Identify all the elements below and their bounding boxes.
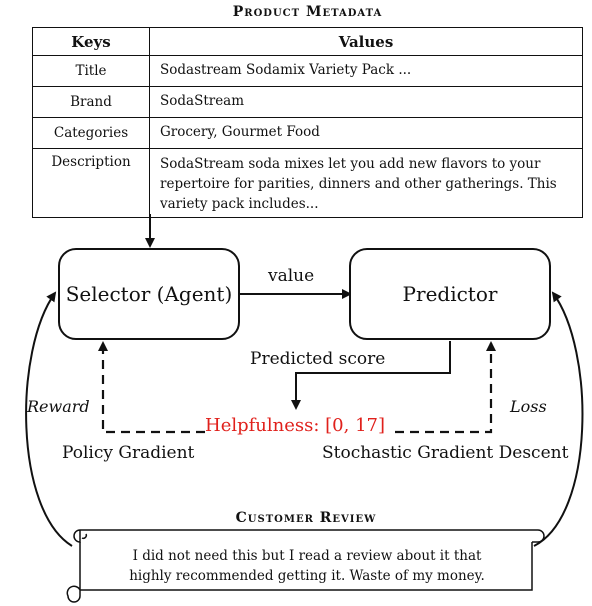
review-heading: Customer Review [235,510,377,526]
review-line-1: I did not need this but I read a review … [132,548,482,564]
values-header: Values [149,27,583,56]
helpfulness-label: Helpfulness: [0, 17] [205,415,385,436]
table-row: Title Sodastream Sodamix Variety Pack ..… [32,55,583,87]
table-header-row: Keys Values [32,27,583,56]
policy-gradient-label: Policy Gradient [62,443,195,463]
metadata-heading: Product Metadata [232,4,383,20]
review-line-2: highly recommended getting it. Waste of … [129,568,485,584]
table-row: Categories Grocery, Gourmet Food [32,117,583,149]
reward-label: Reward [27,397,90,416]
selector-agent-box: Selector (Agent) [58,248,240,340]
loss-dashed-path [395,341,496,434]
key-cell: Description [32,148,150,218]
right-feedback-arrow [533,291,584,547]
value-cell: Grocery, Gourmet Food [149,117,583,149]
selector-label: Selector (Agent) [65,282,233,306]
key-cell: Title [32,55,150,87]
key-cell: Categories [32,117,150,149]
value-cell: SodaStream soda mixes let you add new fl… [149,148,583,218]
review-text: I did not need this but I read a review … [84,546,530,586]
predicted-score-arrow [291,341,451,410]
predicted-score-label: Predicted score [250,349,386,369]
sgd-label: Stochastic Gradient Descent [322,443,569,463]
loss-label: Loss [510,397,547,416]
value-label: value [268,266,315,286]
metadata-table: Keys Values Title Sodastream Sodamix Var… [32,27,583,218]
predictor-box: Predictor [349,248,551,340]
keys-header: Keys [32,27,150,56]
predictor-label: Predictor [402,282,498,306]
reward-dashed-path [98,341,205,434]
value-cell: Sodastream Sodamix Variety Pack ... [149,55,583,87]
table-row: Description SodaStream soda mixes let yo… [32,148,583,218]
review-scroll [66,529,545,603]
left-feedback-arrow [25,291,73,547]
